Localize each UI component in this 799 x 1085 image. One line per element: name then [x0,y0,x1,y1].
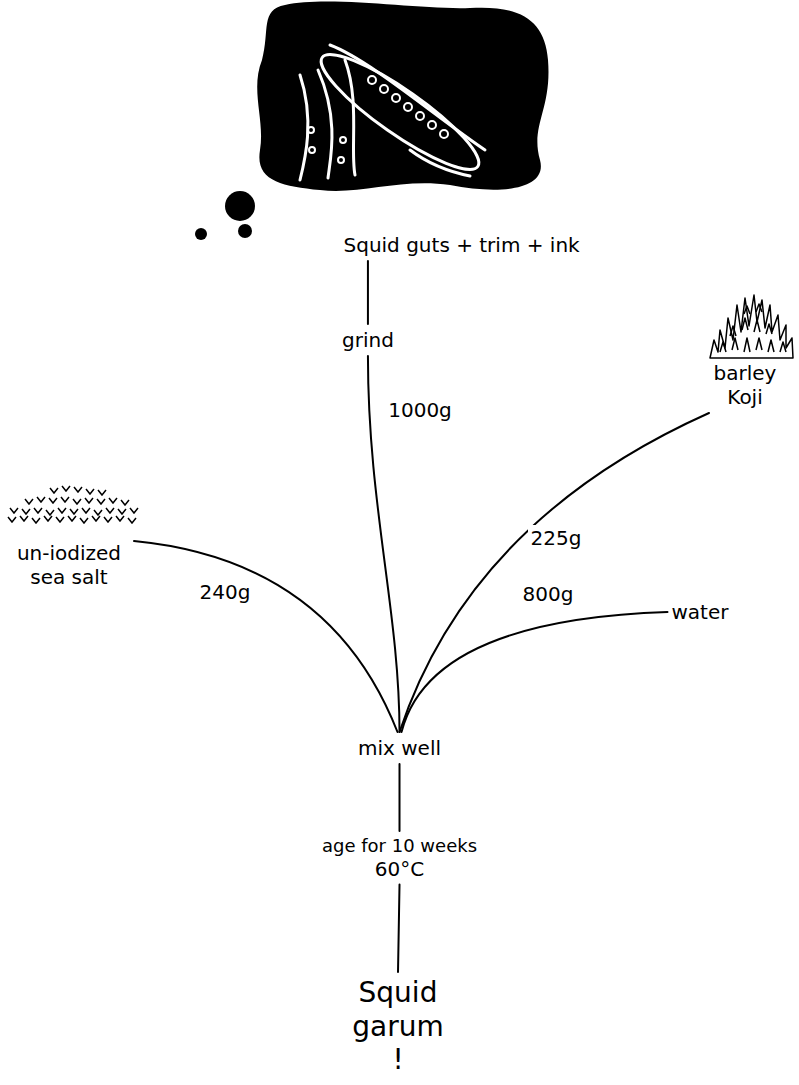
quantity-label: 800g [520,581,577,607]
step-text: un-iodized sea salt [8,541,130,589]
process-step: un-iodized sea salt [4,537,134,593]
barley-koji-illustration [710,295,793,358]
flow-line [402,612,668,732]
quantity-label: 240g [197,579,254,605]
flow-line [399,764,400,831]
quantity-label: 1000g [385,397,455,423]
flow-line [134,541,398,732]
flow-line [400,413,709,732]
step-text: barley Koji [707,361,783,409]
step-text: mix well [358,736,441,760]
flow-line [398,885,400,972]
step-text: Squid garum ! [347,976,449,1077]
process-step: Squid guts + trim + ink [340,229,584,261]
flow-line-path [398,885,400,972]
salt-pile-illustration [8,486,138,523]
flow-line-path [367,261,369,324]
quantity-label: 225g [528,525,585,551]
squid-ink-illustration [195,2,548,240]
flow-line-path [400,413,709,732]
flow-line-path [402,612,668,732]
step-text: grind [342,328,394,352]
flow-line-path [399,764,401,831]
step-text: age for 10 weeks [322,835,477,857]
step-text: 60°C [322,857,477,881]
process-step: Squid garum ! [343,972,453,1081]
step-text: Squid guts + trim + ink [344,233,580,257]
process-step: grind [338,324,398,356]
flow-line-path [134,541,398,732]
flow-line [367,261,368,324]
step-text: water [672,600,729,624]
process-step: water [668,596,733,628]
process-step: age for 10 weeks60°C [318,831,481,885]
process-step: barley Koji [703,357,787,413]
process-step: mix well [354,732,445,764]
